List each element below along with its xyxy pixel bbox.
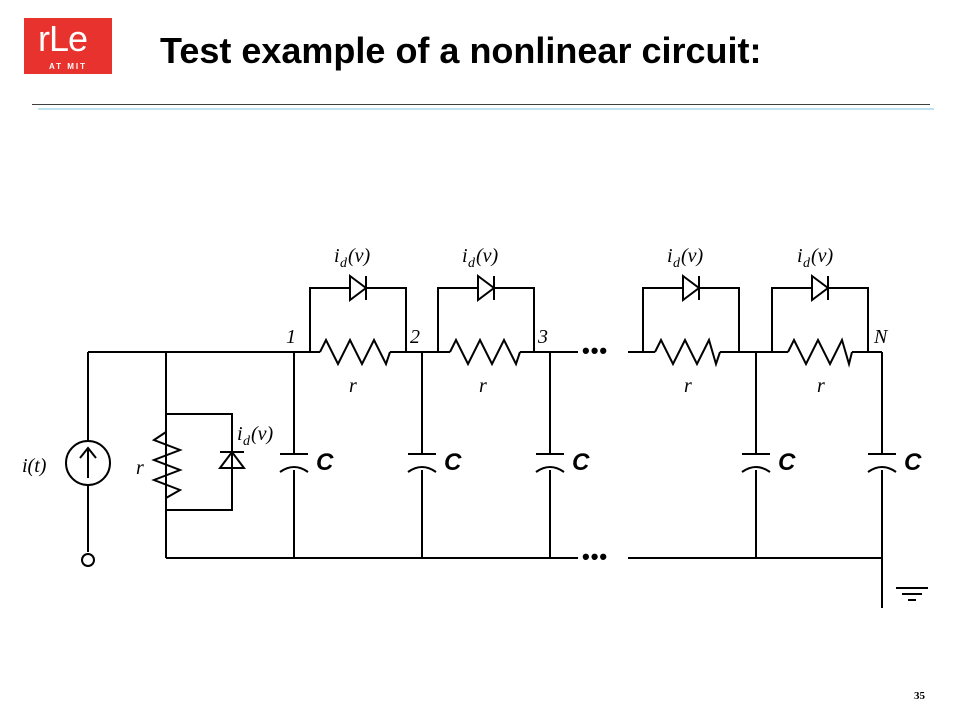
- diode-current-label: i d (v): [334, 245, 371, 271]
- resistor-label: r: [349, 375, 357, 397]
- diode-label-main: i: [237, 423, 243, 445]
- slide-title: Test example of a nonlinear circuit:: [160, 30, 762, 71]
- series-resistors: [319, 337, 853, 368]
- capacitor-label: C: [572, 449, 590, 476]
- ellipsis-top: •••: [582, 338, 608, 363]
- rle-logo: rLe AT MIT: [24, 18, 112, 74]
- series-diodes: [349, 274, 830, 302]
- diode-label-arg: (v): [811, 245, 834, 267]
- shunt-diode: [218, 414, 246, 510]
- diode-current-label: i d (v): [797, 245, 834, 271]
- node-label-n: N: [873, 326, 889, 348]
- diode-label-main: i: [462, 245, 468, 267]
- diode-label-sub: d: [803, 256, 811, 271]
- diode-label-main: i: [667, 245, 673, 267]
- resistor-label: r: [817, 375, 825, 397]
- diode-label-arg: (v): [476, 245, 499, 267]
- diode-current-label: i d (v): [237, 423, 274, 449]
- shunt-resistor: [151, 431, 183, 499]
- resistor-label: r: [136, 457, 144, 479]
- title-divider-accent: [38, 108, 934, 110]
- source-terminal: [81, 553, 95, 567]
- diode-label-sub: d: [243, 434, 251, 449]
- source-label: i(t): [22, 455, 47, 477]
- diode-label-arg: (v): [681, 245, 704, 267]
- capacitor-label: C: [778, 449, 796, 476]
- diode-label-main: i: [334, 245, 340, 267]
- ellipsis-bottom: •••: [582, 544, 608, 569]
- page-number: 35: [914, 690, 925, 702]
- node-label-2: 2: [410, 326, 420, 348]
- logo-sub-text: AT MIT: [48, 62, 88, 71]
- diode-label-sub: d: [468, 256, 476, 271]
- diode-label-sub: d: [340, 256, 348, 271]
- diode-current-label: i d (v): [462, 245, 499, 271]
- logo-main-text: rLe: [38, 18, 88, 59]
- node-label-1: 1: [286, 326, 296, 348]
- capacitor-label: C: [904, 449, 922, 476]
- node-label-3: 3: [537, 326, 548, 348]
- diode-current-label: i d (v): [667, 245, 704, 271]
- resistor-label: r: [479, 375, 487, 397]
- diode-label-main: i: [797, 245, 803, 267]
- diode-label-arg: (v): [348, 245, 371, 267]
- diode-label-arg: (v): [251, 423, 274, 445]
- capacitor-label: C: [444, 449, 462, 476]
- circuit-wires: [87, 287, 883, 608]
- current-source-symbol: [65, 440, 111, 486]
- capacitor-label: C: [316, 449, 334, 476]
- capacitors: [279, 453, 897, 473]
- ground-icon: [896, 587, 928, 601]
- resistor-label: r: [684, 375, 692, 397]
- title-divider: [32, 104, 930, 105]
- diode-label-sub: d: [673, 256, 681, 271]
